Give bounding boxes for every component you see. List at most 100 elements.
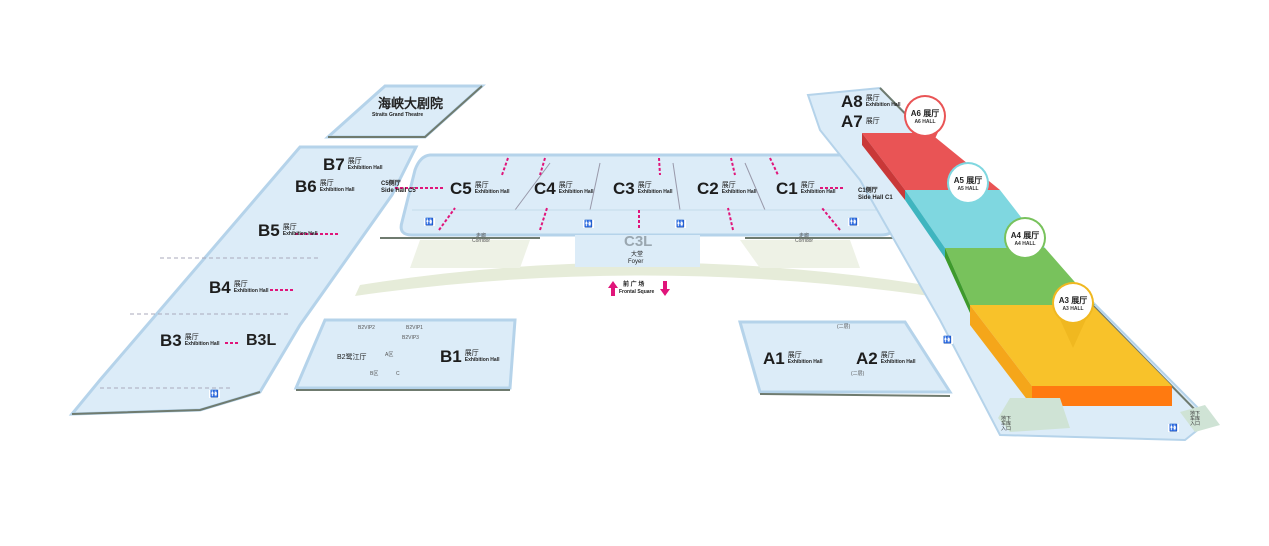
hall_suffix-zh: 展厅 bbox=[474, 182, 489, 189]
b_halls-4-code: B3 bbox=[160, 331, 182, 350]
b_halls-3-code: B4 bbox=[209, 278, 231, 297]
a_halls-3-code: A7 bbox=[841, 112, 863, 131]
room-b: B区 bbox=[370, 371, 379, 377]
pin-en: A6 HALL bbox=[914, 118, 936, 125]
hall_suffix-en: Exhibition Hall bbox=[464, 357, 500, 363]
direction-arrows bbox=[225, 157, 845, 344]
hall_suffix-en: Exhibition Hall bbox=[233, 288, 269, 294]
b2vip1: B2VIP1 bbox=[406, 325, 423, 331]
c_halls-4-code: C1 bbox=[776, 179, 798, 198]
b_halls-1-code: B6 bbox=[295, 177, 317, 196]
hall_suffix-zh: 展厅 bbox=[865, 118, 880, 125]
c_halls-1-code: C4 bbox=[534, 179, 556, 198]
a_halls-1-code: A2 bbox=[856, 349, 878, 368]
walkway bbox=[410, 240, 860, 268]
foyer-en: Foyer bbox=[628, 259, 644, 265]
frontal-square-area bbox=[355, 262, 930, 296]
pin-zh: 展厅 bbox=[1023, 230, 1040, 240]
a3-hall-block bbox=[970, 305, 1172, 386]
restroom-icon: 🚻 bbox=[1168, 424, 1179, 432]
b3l-label: B3L bbox=[246, 332, 277, 349]
corridor-en: Corridor bbox=[472, 238, 491, 244]
hall_suffix-zh: 展厅 bbox=[721, 182, 736, 189]
c_halls-2-code: C3 bbox=[613, 179, 635, 198]
hall_suffix-zh: 展厅 bbox=[800, 182, 815, 189]
hall_suffix-en: Exhibition Hall bbox=[319, 187, 355, 193]
hall_suffix-zh: 展厅 bbox=[319, 180, 334, 187]
foyer-area bbox=[575, 235, 700, 267]
restroom-icon: 🚻 bbox=[942, 336, 953, 344]
hall_suffix-zh: 展厅 bbox=[558, 182, 573, 189]
hall_suffix-en: Exhibition Hall bbox=[880, 359, 916, 365]
second-floor-note: (二层) bbox=[851, 371, 865, 377]
pin-code: A6 bbox=[910, 108, 921, 118]
restroom-icon: 🚻 bbox=[583, 220, 594, 228]
hall_suffix-zh: 展厅 bbox=[787, 352, 802, 359]
room-c: C bbox=[396, 371, 400, 377]
underground-entrance-right[interactable]: 地下车库入口 bbox=[1190, 411, 1201, 427]
corridor-zh: 走廊 bbox=[476, 233, 487, 239]
side_c5-zh: C5侧厅 bbox=[381, 181, 401, 187]
hall_suffix-en: Exhibition Hall bbox=[347, 165, 383, 171]
hall_suffix-zh: 展厅 bbox=[282, 224, 297, 231]
frontal-square-arrows bbox=[608, 281, 670, 296]
a_halls-0-code: A1 bbox=[763, 349, 785, 368]
hall_suffix-zh: 展厅 bbox=[865, 95, 880, 102]
b2-hall[interactable]: B2鹭江厅 bbox=[337, 354, 367, 361]
pin-code: A4 bbox=[1010, 230, 1021, 240]
hall_suffix-zh: 展厅 bbox=[464, 350, 479, 357]
corridor-zh: 走廊 bbox=[799, 233, 810, 239]
hall_suffix-en: Exhibition Hall bbox=[558, 189, 594, 195]
side_c1-zh: C1侧厅 bbox=[858, 188, 878, 194]
pin-zh: 展厅 bbox=[923, 108, 940, 118]
hall_suffix-en: Exhibition Hall bbox=[282, 231, 318, 237]
theatre-name-en: Straits Grand Theatre bbox=[372, 112, 424, 118]
foyer-code: C3L bbox=[624, 233, 653, 250]
restroom-icon: 🚻 bbox=[424, 218, 435, 226]
b1-code: B1 bbox=[440, 347, 462, 366]
a_halls-2-code: A8 bbox=[841, 92, 863, 111]
pin-zh: 展厅 bbox=[1071, 295, 1088, 305]
foyer-zh: 大堂 bbox=[631, 252, 644, 258]
pin-en: A5 HALL bbox=[957, 185, 979, 192]
hall_suffix-zh: 展厅 bbox=[347, 158, 362, 165]
hall_suffix-en: Exhibition Hall bbox=[787, 359, 823, 365]
pin-en: A3 HALL bbox=[1062, 305, 1084, 312]
hall_suffix-en: Exhibition Hall bbox=[184, 341, 220, 347]
underground-entrance-left[interactable]: 地下车库入口 bbox=[1001, 416, 1012, 432]
hall_suffix-zh: 展厅 bbox=[184, 334, 199, 341]
hall_suffix-en: Exhibition Hall bbox=[721, 189, 757, 195]
pin-zh: 展厅 bbox=[966, 175, 983, 185]
second-floor-note: (二层) bbox=[837, 324, 851, 330]
side_c5-en: Side Hall C5 bbox=[381, 188, 416, 195]
hall_suffix-zh: 展厅 bbox=[637, 182, 652, 189]
frontal-square-en: Frontal Square bbox=[619, 289, 655, 295]
corridor-en: Corridor bbox=[795, 238, 814, 244]
c_halls-3-code: C2 bbox=[697, 179, 719, 198]
theatre-name-zh: 海峡大剧院 bbox=[378, 96, 444, 111]
